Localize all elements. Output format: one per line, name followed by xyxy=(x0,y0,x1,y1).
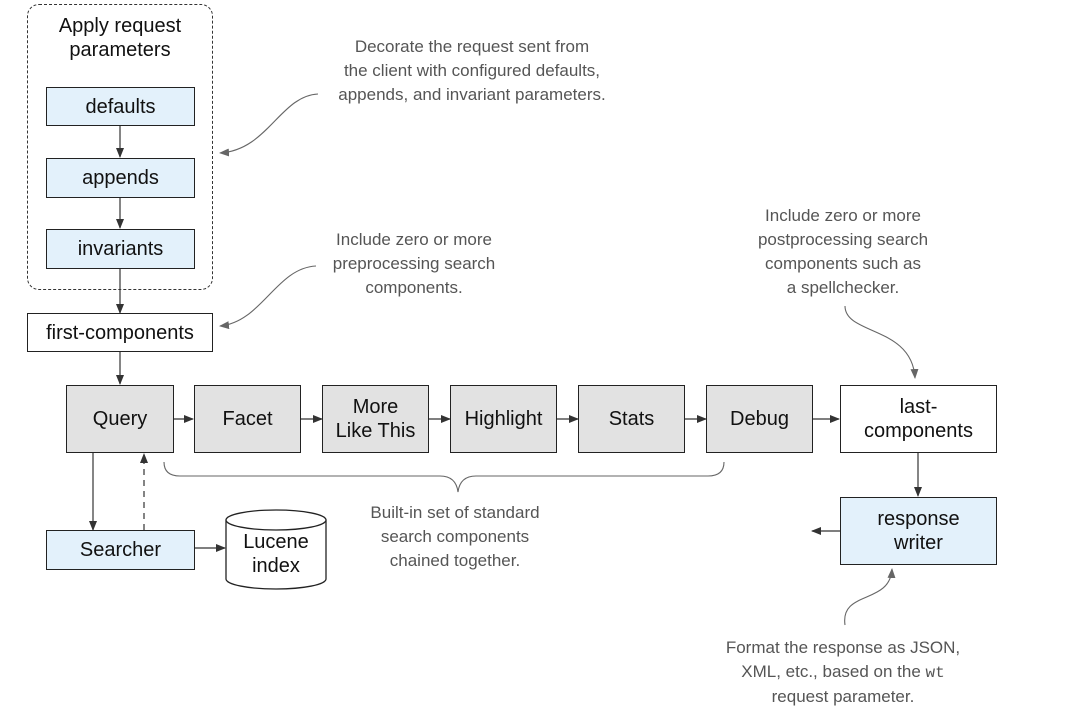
searcher-label: Searcher xyxy=(79,539,162,561)
stats-label: Stats xyxy=(608,408,655,430)
note-decorate: Decorate the request sent from the clien… xyxy=(312,35,632,107)
lucene-index-line1: Lucene xyxy=(243,531,309,553)
note-format: Format the response as JSON, XML, etc., … xyxy=(698,636,988,709)
note-format-line2: XML, etc., based on the xyxy=(741,662,926,681)
defaults-box: defaults xyxy=(46,87,195,126)
lucene-index-line2: index xyxy=(252,555,300,577)
query-label: Query xyxy=(92,408,148,430)
callout-postprocessing xyxy=(844,305,919,379)
callout-decorate xyxy=(219,93,319,157)
defaults-label: defaults xyxy=(85,95,156,118)
stats-box: Stats xyxy=(578,385,685,453)
note-preprocessing: Include zero or more preprocessing searc… xyxy=(304,228,524,300)
response-writer-box: response writer xyxy=(840,497,997,565)
note-preprocessing-line1: Include zero or more xyxy=(336,230,492,249)
query-box: Query xyxy=(66,385,174,453)
note-postprocessing-line2: postprocessing search xyxy=(757,230,929,249)
builtin-brace xyxy=(163,461,725,493)
appends-box: appends xyxy=(46,158,195,198)
note-format-line1: Format the response as JSON, xyxy=(725,638,961,657)
note-postprocessing: Include zero or more postprocessing sear… xyxy=(732,204,954,300)
note-postprocessing-line3: components such as xyxy=(765,254,921,273)
group-title-line1: Apply request xyxy=(58,15,182,37)
note-decorate-line2: the client with configured defaults, xyxy=(343,61,601,80)
searcher-box: Searcher xyxy=(46,530,195,570)
note-builtin-line3: chained together. xyxy=(389,551,521,570)
debug-box: Debug xyxy=(706,385,813,453)
note-decorate-line1: Decorate the request sent from xyxy=(354,37,590,56)
group-title: Apply request parameters xyxy=(27,14,213,62)
note-preprocessing-line3: components. xyxy=(365,278,463,297)
highlight-box: Highlight xyxy=(450,385,557,453)
note-builtin: Built-in set of standard search componen… xyxy=(340,501,570,573)
note-builtin-line1: Built-in set of standard xyxy=(370,503,540,522)
more-like-this-box: More Like This xyxy=(322,385,429,453)
last-components-line2: components xyxy=(864,420,973,442)
facet-box: Facet xyxy=(194,385,301,453)
lucene-index-label: Lucene index xyxy=(224,530,328,578)
callout-preprocessing xyxy=(219,265,317,330)
highlight-label: Highlight xyxy=(464,408,543,430)
response-writer-label: response writer xyxy=(877,507,959,555)
last-components-box: last- components xyxy=(840,385,997,453)
invariants-box: invariants xyxy=(46,229,195,269)
more-like-this-label: More Like This xyxy=(336,395,416,443)
note-preprocessing-line2: preprocessing search xyxy=(332,254,496,273)
invariants-label: invariants xyxy=(77,238,164,260)
note-postprocessing-line4: a spellchecker. xyxy=(786,278,900,297)
response-writer-line1: response xyxy=(877,508,960,530)
facet-label: Facet xyxy=(222,408,273,430)
first-components-box: first-components xyxy=(27,313,213,352)
note-builtin-line2: search components xyxy=(380,527,530,546)
note-postprocessing-line1: Include zero or more xyxy=(765,206,921,225)
note-decorate-line3: appends, and invariant parameters. xyxy=(338,85,606,104)
apply-request-parameters-group xyxy=(27,4,213,290)
response-writer-line2: writer xyxy=(894,532,943,554)
last-components-line1: last- xyxy=(899,396,938,418)
last-components-label: last- components xyxy=(864,395,973,443)
callout-format xyxy=(844,568,896,626)
debug-label: Debug xyxy=(730,408,789,430)
lucene-index-cylinder xyxy=(225,509,327,590)
note-format-line3: request parameter. xyxy=(771,687,915,706)
group-title-line2: parameters xyxy=(69,39,171,61)
more-like-this-line2: Like This xyxy=(335,420,416,442)
first-components-label: first-components xyxy=(46,321,194,344)
note-format-code: wt xyxy=(925,664,945,682)
more-like-this-line1: More xyxy=(352,396,399,418)
appends-label: appends xyxy=(82,167,159,189)
